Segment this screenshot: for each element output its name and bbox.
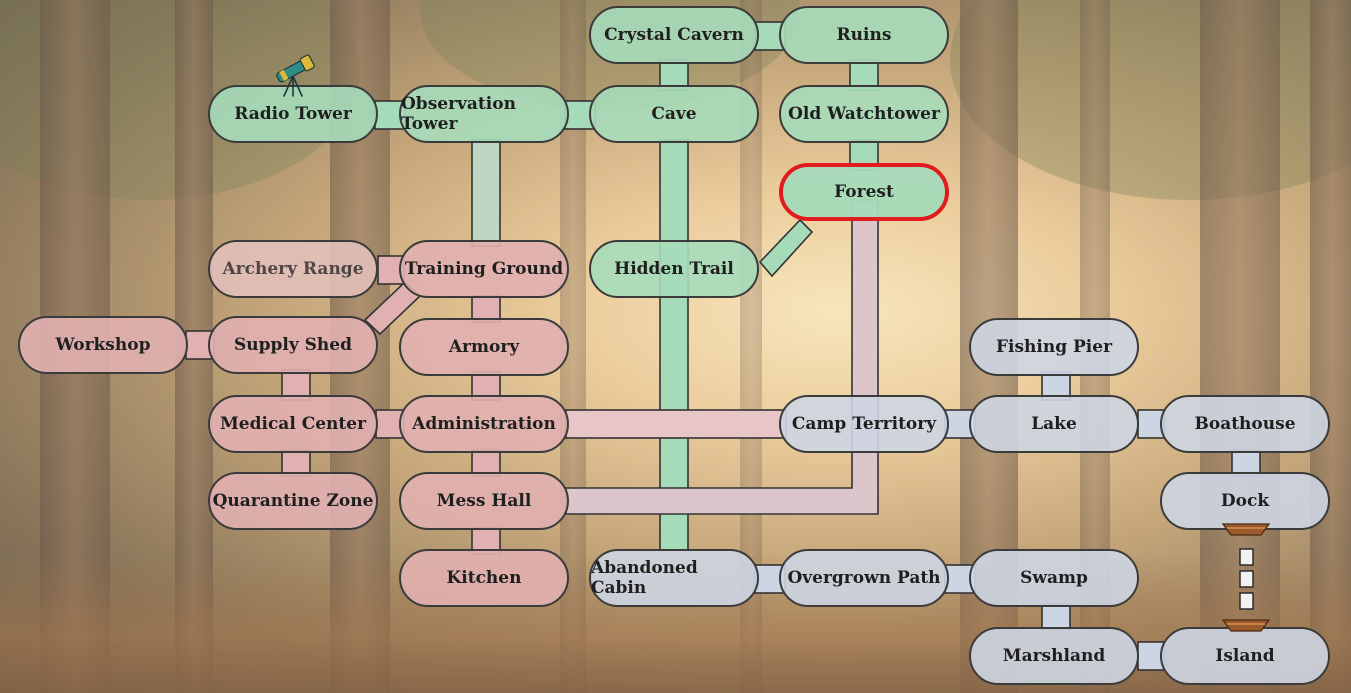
location-medical-center[interactable]: Medical Center bbox=[208, 395, 378, 453]
location-island[interactable]: Island bbox=[1160, 627, 1330, 685]
location-quarantine-zone[interactable]: Quarantine Zone bbox=[208, 472, 378, 530]
location-kitchen[interactable]: Kitchen bbox=[399, 549, 569, 607]
location-lake[interactable]: Lake bbox=[969, 395, 1139, 453]
location-hidden-trail[interactable]: Hidden Trail bbox=[589, 240, 759, 298]
location-overgrown-path[interactable]: Overgrown Path bbox=[779, 549, 949, 607]
location-ruins[interactable]: Ruins bbox=[779, 6, 949, 64]
location-abandoned-cabin[interactable]: Abandoned Cabin bbox=[589, 549, 759, 607]
location-boathouse[interactable]: Boathouse bbox=[1160, 395, 1330, 453]
location-marshland[interactable]: Marshland bbox=[969, 627, 1139, 685]
boat-route bbox=[1239, 548, 1254, 610]
location-fishing-pier[interactable]: Fishing Pier bbox=[969, 318, 1139, 376]
location-swamp[interactable]: Swamp bbox=[969, 549, 1139, 607]
location-supply-shed[interactable]: Supply Shed bbox=[208, 316, 378, 374]
location-archery-range[interactable]: Archery Range bbox=[208, 240, 378, 298]
location-training-ground[interactable]: Training Ground bbox=[399, 240, 569, 298]
location-armory[interactable]: Armory bbox=[399, 318, 569, 376]
telescope-icon bbox=[276, 54, 315, 97]
location-forest-current[interactable]: Forest bbox=[779, 163, 949, 221]
boat-icon bbox=[1221, 619, 1271, 632]
boat-icon bbox=[1221, 523, 1271, 536]
location-old-watchtower[interactable]: Old Watchtower bbox=[779, 85, 949, 143]
location-observation-tower[interactable]: Observation Tower bbox=[399, 85, 569, 143]
location-workshop[interactable]: Workshop bbox=[18, 316, 188, 374]
location-camp-territory[interactable]: Camp Territory bbox=[779, 395, 949, 453]
location-dock[interactable]: Dock bbox=[1160, 472, 1330, 530]
location-mess-hall[interactable]: Mess Hall bbox=[399, 472, 569, 530]
location-crystal-cavern[interactable]: Crystal Cavern bbox=[589, 6, 759, 64]
location-administration[interactable]: Administration bbox=[399, 395, 569, 453]
location-cave[interactable]: Cave bbox=[589, 85, 759, 143]
